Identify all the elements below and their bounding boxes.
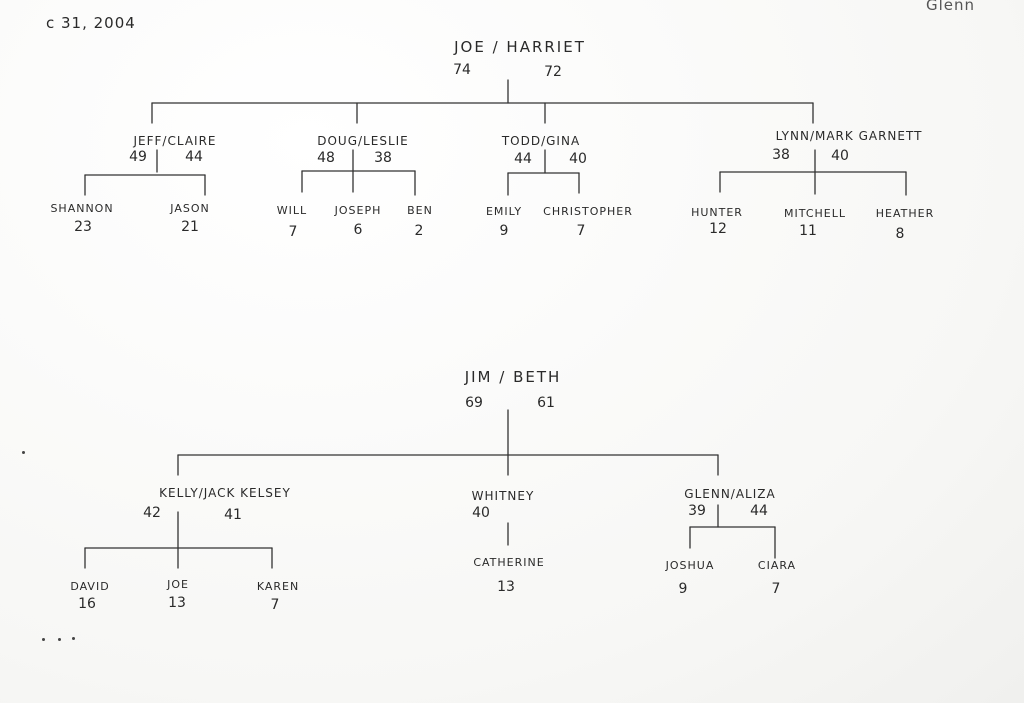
child-age: 9: [499, 223, 509, 239]
branch-couple: GLENN/ALIZA: [684, 487, 776, 501]
pencil-mark: [42, 638, 45, 641]
child-age: 13: [168, 595, 186, 611]
branch-couple: KELLY/JACK KELSEY: [159, 486, 291, 500]
child-age: 9: [678, 581, 688, 597]
root-age: 61: [537, 395, 555, 411]
child-name: KAREN: [256, 580, 300, 593]
branch-couple: TODD/GINA: [501, 134, 581, 148]
branch-age: 49: [129, 149, 147, 165]
branch-age: 38: [374, 150, 392, 166]
child-age: 21: [181, 219, 199, 235]
branch-age: 44: [185, 149, 203, 165]
branch-age: 40: [472, 505, 490, 521]
pencil-mark: [58, 638, 61, 641]
child-name: EMILY: [485, 205, 523, 218]
child-age: 8: [895, 226, 905, 242]
date-note: c 31, 2004: [46, 14, 136, 32]
branch-age: 44: [514, 151, 532, 167]
child-age: 7: [576, 223, 586, 239]
child-name: SHANNON: [50, 202, 114, 215]
child-name: JOSHUA: [665, 559, 715, 572]
root-couple-2: JIM / BETH: [464, 368, 562, 386]
root-age: 69: [465, 395, 483, 411]
child-name: HEATHER: [875, 207, 935, 220]
child-age: 16: [78, 596, 96, 612]
child-name: JOSEPH: [334, 204, 382, 217]
pencil-mark: [72, 637, 75, 640]
child-name: DAVID: [70, 580, 110, 593]
child-name: HUNTER: [691, 206, 743, 219]
child-name: CHRISTOPHER: [543, 205, 633, 218]
branch-couple: JEFF/CLAIRE: [133, 134, 217, 148]
branch-couple: WHITNEY: [471, 489, 535, 503]
branch-age: 41: [224, 507, 242, 523]
child-age: 23: [74, 219, 92, 235]
child-age: 13: [497, 579, 515, 595]
child-name: MITCHELL: [784, 207, 846, 220]
child-age: 7: [270, 597, 280, 613]
child-name: BEN: [407, 204, 433, 217]
branch-couple: LYNN/MARK GARNETT: [775, 129, 923, 143]
branch-age: 44: [750, 503, 768, 519]
root-age: 72: [544, 64, 562, 80]
child-name: WILL: [276, 204, 308, 217]
branch-couple: DOUG/LESLIE: [317, 134, 409, 148]
child-age: 2: [414, 223, 424, 239]
corner-name: Glenn: [926, 0, 976, 14]
child-name: JASON: [170, 202, 210, 215]
child-age: 7: [771, 581, 781, 597]
pencil-mark: [22, 451, 25, 454]
root-couple-1: JOE / HARRIET: [454, 38, 586, 56]
child-age: 11: [799, 223, 817, 239]
child-age: 12: [709, 221, 727, 237]
branch-age: 48: [317, 150, 335, 166]
child-age: 7: [288, 224, 298, 240]
child-name: CATHERINE: [473, 556, 545, 569]
child-age: 6: [353, 222, 363, 238]
branch-age: 40: [569, 151, 587, 167]
branch-age: 42: [143, 505, 161, 521]
root-age: 74: [453, 62, 471, 78]
branch-age: 39: [688, 503, 706, 519]
child-name: JOE: [167, 578, 189, 591]
child-name: CIARA: [757, 559, 797, 572]
branch-age: 38: [772, 147, 790, 163]
branch-age: 40: [831, 148, 849, 164]
